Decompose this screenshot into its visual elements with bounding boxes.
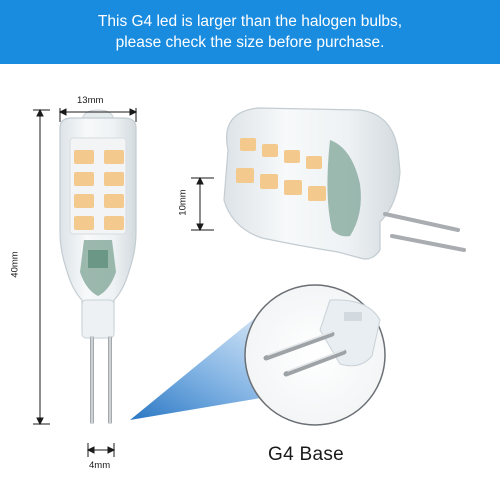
base-caption: G4 Base [268,444,345,465]
side-bulb [223,107,466,260]
depth-dimension [191,176,214,232]
width-label: 13mm [77,95,104,106]
side-led-chips [236,138,326,201]
height-dimension [33,108,50,426]
led-chips [74,150,124,230]
banner-line-2: please check the size before purchase. [115,34,385,51]
front-bulb [59,109,137,424]
depth-label: 10mm [177,189,189,216]
banner-line-1: This G4 led is larger than the halogen b… [97,13,403,30]
pin-spacing-dimension [86,443,116,457]
top-banner: This G4 led is larger than the halogen b… [0,0,500,64]
width-dimension [58,108,138,122]
zoom-circle [244,284,386,426]
height-label: 40mm [9,251,21,278]
pin-spacing-label: 4mm [89,460,111,471]
